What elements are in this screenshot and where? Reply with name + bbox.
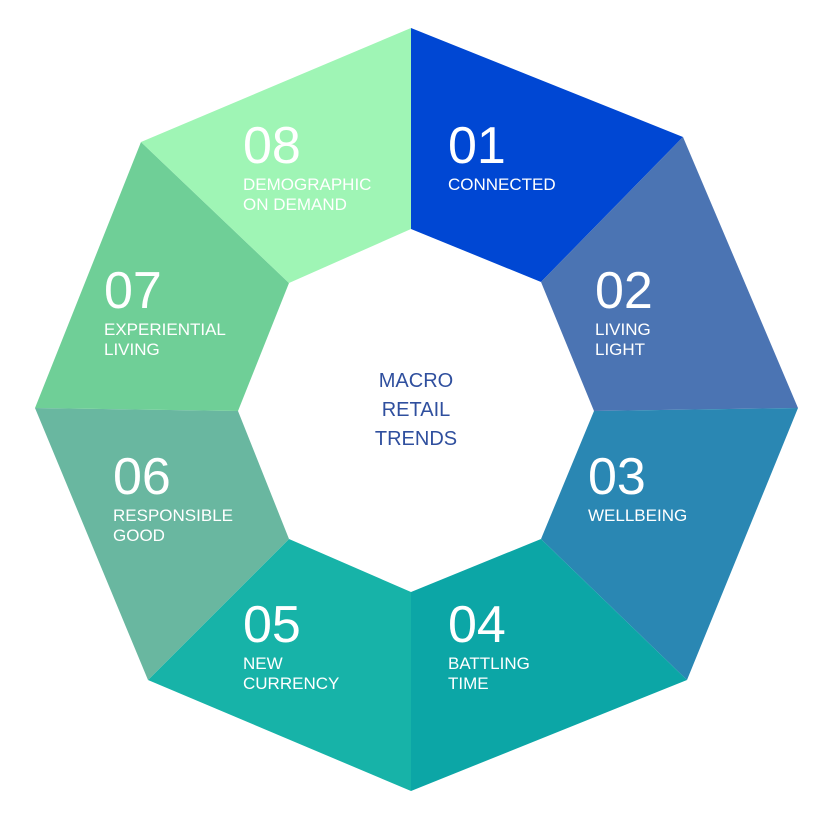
segment-08-label-line-1: DEMOGRAPHIC bbox=[243, 175, 371, 194]
segment-02-number: 02 bbox=[595, 262, 653, 320]
segment-03-label-line-1: WELLBEING bbox=[588, 506, 687, 525]
segment-04 bbox=[411, 539, 687, 791]
segment-07-number: 07 bbox=[104, 262, 162, 320]
center-line-2: RETAIL bbox=[382, 399, 451, 421]
segment-07-label-line-2: LIVING bbox=[104, 340, 160, 359]
segment-05-label-line-2: CURRENCY bbox=[243, 674, 339, 693]
segment-08-number: 08 bbox=[243, 117, 301, 175]
octagon-segments bbox=[35, 28, 798, 791]
segment-06 bbox=[35, 408, 289, 680]
center-line-3: TRENDS bbox=[375, 428, 457, 450]
segment-02 bbox=[541, 137, 798, 411]
segment-08-label-line-2: ON DEMAND bbox=[243, 195, 347, 214]
segment-02-label-line-2: LIGHT bbox=[595, 340, 645, 359]
segment-08 bbox=[141, 28, 411, 283]
segment-04-number: 04 bbox=[448, 596, 506, 654]
segment-05-label-line-1: NEW bbox=[243, 654, 283, 673]
center-line-1: MACRO bbox=[379, 370, 453, 392]
segment-06-label-line-2: GOOD bbox=[113, 526, 165, 545]
segment-03 bbox=[541, 408, 798, 680]
segment-04-label-line-2: TIME bbox=[448, 674, 489, 693]
segment-01-number: 01 bbox=[448, 117, 506, 175]
segment-06-label-line-1: RESPONSIBLE bbox=[113, 506, 233, 525]
center-title: MACRO RETAIL TRENDS bbox=[375, 370, 457, 450]
segment-01 bbox=[411, 28, 683, 282]
segment-02-label-line-1: LIVING bbox=[595, 320, 651, 339]
segment-03-number: 03 bbox=[588, 448, 646, 506]
segment-01-label-line-1: CONNECTED bbox=[448, 175, 556, 194]
segment-07-label-line-1: EXPERIENTIAL bbox=[104, 320, 226, 339]
segment-06-number: 06 bbox=[113, 448, 171, 506]
segment-07 bbox=[35, 142, 289, 411]
segment-05 bbox=[148, 539, 411, 791]
segment-04-label-line-1: BATTLING bbox=[448, 654, 530, 673]
segment-05-number: 05 bbox=[243, 596, 301, 654]
segment-labels: 01CONNECTED02LIVINGLIGHT03WELLBEING04BAT… bbox=[104, 117, 687, 693]
